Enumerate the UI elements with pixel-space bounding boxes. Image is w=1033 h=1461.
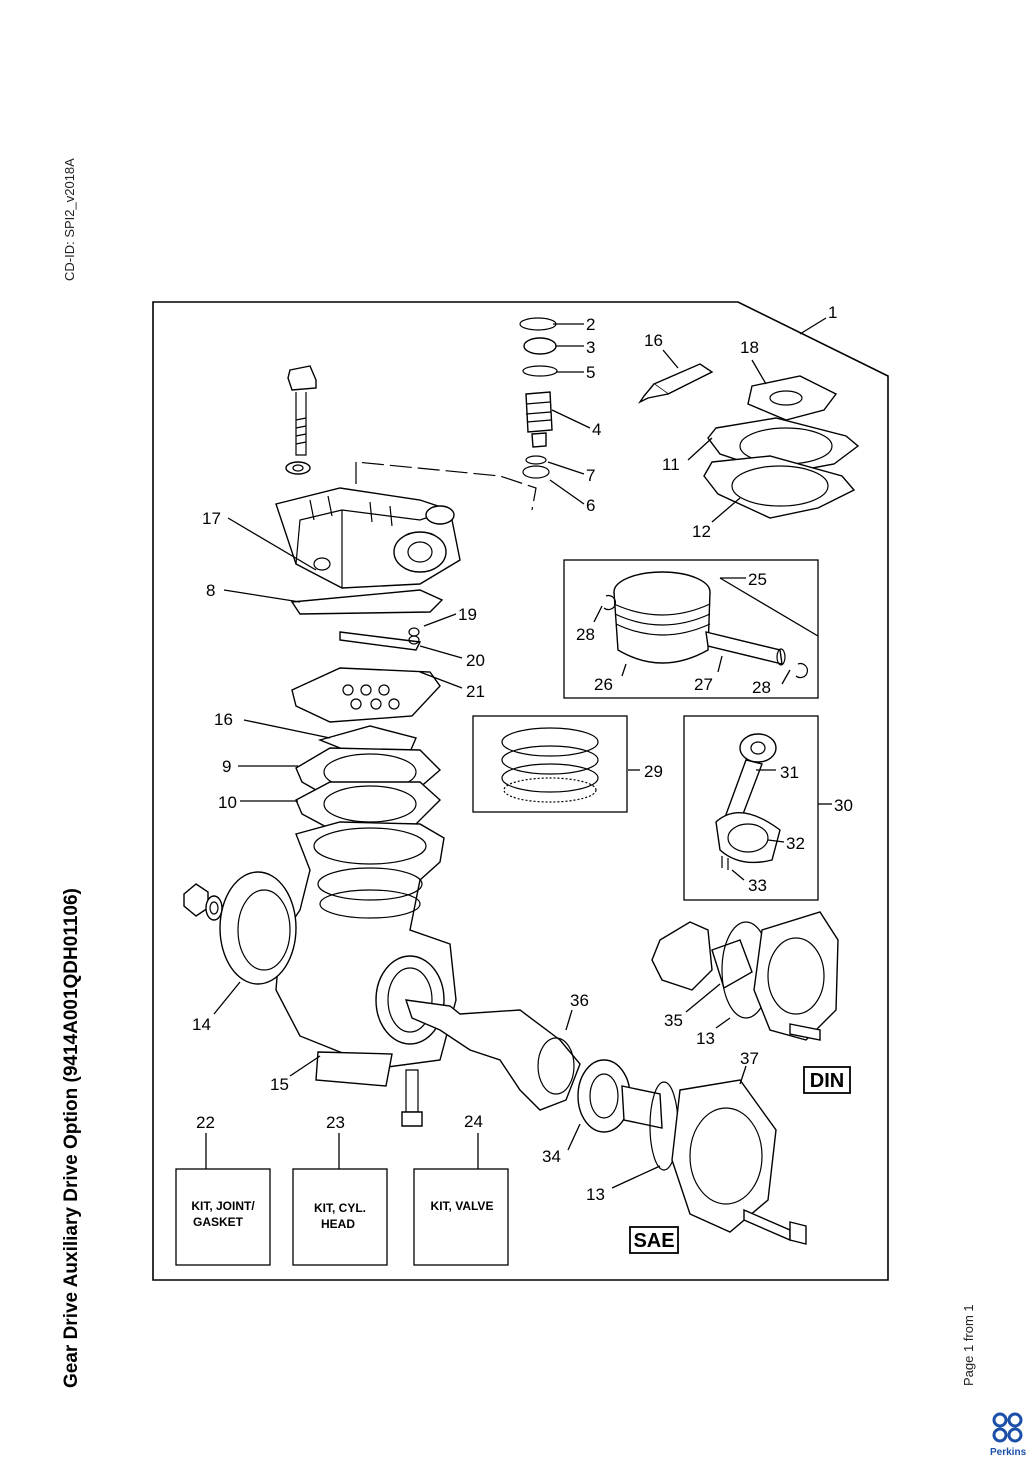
callout-14: 14 [192,1015,211,1034]
callout-8: 8 [206,581,215,600]
callout-10: 10 [218,793,237,812]
callout-24: 24 [464,1112,483,1131]
kit-cyl-head-line1: KIT, CYL. [314,1201,366,1215]
callout-23: 23 [326,1113,345,1132]
kit-cyl-head-line2: HEAD [321,1217,355,1231]
callout-5: 5 [586,363,595,382]
callout-31: 31 [780,763,799,782]
nut-and-washer-icon [183,883,223,921]
callout-33: 33 [748,876,767,895]
kit-box-cylinder-head [292,1168,388,1266]
connecting-rod-box [683,715,819,901]
callout-13-din: 13 [696,1029,715,1048]
sae-variant-box [629,1226,679,1254]
leader-lines [213,317,832,1189]
callout-26: 26 [594,675,613,694]
callout-15: 15 [270,1075,289,1094]
diagram-frame [152,301,889,1281]
callout-37: 37 [740,1049,759,1068]
din-flange-icon [651,911,839,1041]
callout-28-right: 28 [752,678,771,697]
callout-18: 18 [740,338,759,357]
kit-joint-gasket-line2: GASKET [193,1215,244,1229]
sealant-tube-icon [637,363,714,404]
callout-6: 6 [586,496,595,515]
callout-13-sae: 13 [586,1185,605,1204]
callout-21: 21 [466,682,485,701]
perkins-logo-icon [992,1412,1023,1443]
sae-label: SAE [633,1230,674,1252]
callout-20: 20 [466,651,485,670]
bearing-icon [577,1059,663,1133]
kit-box-valve [413,1168,509,1266]
callout-17: 17 [202,509,221,528]
callout-16-lower: 16 [214,710,233,729]
crankshaft-icon [404,999,581,1111]
callout-labels: 1 2 3 5 4 7 6 16 18 11 12 17 8 19 20 21 … [192,303,853,1204]
din-label: DIN [810,1070,844,1092]
callout-25: 25 [748,570,767,589]
valve-plate-assembly-icon [290,589,444,723]
callout-30: 30 [834,796,853,815]
cylinder-gaskets-icon [295,725,442,831]
brand-label: Perkins [990,1447,1027,1458]
sae-flange-icon [649,1079,807,1245]
cylinder-head-bolt-icon [285,365,317,475]
callout-29: 29 [644,762,663,781]
kit-joint-gasket-line1: KIT, JOINT/ [191,1199,255,1213]
valve-components-icon [519,317,558,479]
callout-4: 4 [592,420,601,439]
callout-35: 35 [664,1011,683,1030]
callout-19: 19 [458,605,477,624]
callout-9: 9 [222,757,231,776]
kit-box-joint-gasket [175,1168,271,1266]
callout-34: 34 [542,1147,561,1166]
piston-rings-box [472,715,628,813]
callout-36: 36 [570,991,589,1010]
callout-7: 7 [586,466,595,485]
callout-2: 2 [586,315,595,334]
callout-12: 12 [692,522,711,541]
callout-32: 32 [786,834,805,853]
piston-kit-box [563,559,819,699]
cylinder-head-icon [275,487,461,589]
crankcase-icon [275,821,457,1087]
callout-16-upper: 16 [644,331,663,350]
kit-valve-label: KIT, VALVE [431,1199,494,1213]
head-gasket-set-icon [703,375,860,519]
drive-seal-icon [219,871,297,985]
callout-28-left: 28 [576,625,595,644]
callout-3: 3 [586,338,595,357]
callout-11: 11 [662,455,680,474]
callout-27: 27 [694,675,713,694]
callout-1: 1 [828,303,837,322]
callout-22: 22 [196,1113,215,1132]
din-variant-box [803,1066,851,1094]
crankcase-bolt-icon [401,1069,423,1127]
